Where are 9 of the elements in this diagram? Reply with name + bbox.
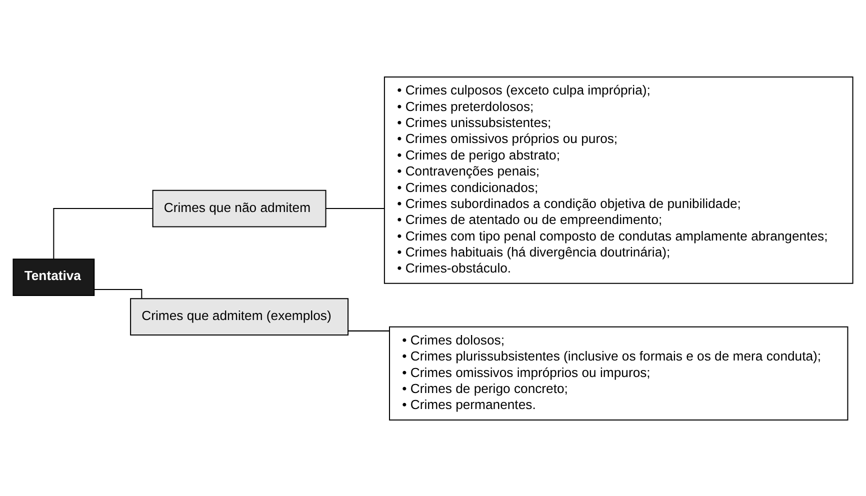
node-box: • Crimes culposos (exceto culpa imprópria); • Crimes preterdolosos; • Crimes unissubsistentes; • Crimes omissivos próprios ou puros; • Crimes de perigo abstrato; • Contravenções penais; • Crimes condicionados; • Crimes subordinados a condição objetiva de punibilidade; • Crimes de atentado ou de empreendimento; • Crimes com tipo penal composto de condutas amplamente abrangentes; • Crimes habituais (há divergência doutrinária); • Crimes-obstáculo. — [384, 76, 854, 284]
connector — [94, 288, 142, 298]
node-box: Crimes que não admitem — [152, 189, 326, 227]
connector — [53, 208, 153, 258]
connector — [326, 208, 384, 209]
connector — [348, 330, 390, 331]
node-box: • Crimes dolosos; • Crimes plurissubsistentes (inclusive os formais e os de mera conduta); • Crimes omissivos impróprios ou impuros; • Crimes de perigo concreto; • Crimes permanentes. — [389, 326, 848, 420]
node-box: Tentativa — [12, 258, 95, 296]
node-box: Crimes que admitem (exemplos) — [130, 298, 349, 335]
